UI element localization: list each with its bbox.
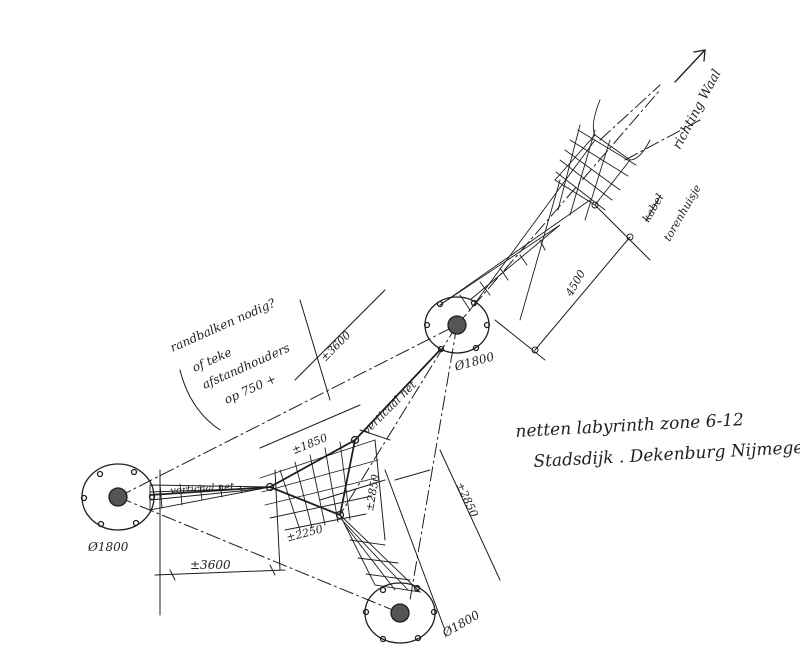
net-a — [439, 139, 596, 321]
dim-diameter-b: Ø1800 — [88, 540, 129, 554]
pole-a — [423, 296, 491, 354]
net-tower — [531, 99, 651, 354]
pole-c — [362, 582, 438, 644]
net-central — [259, 439, 379, 531]
dim-3600: ±3600 — [190, 558, 231, 572]
net-b — [149, 483, 271, 511]
net-c — [339, 514, 422, 593]
direction-arrow-icon — [674, 49, 706, 83]
dimension-lines — [154, 204, 651, 631]
pole-b — [80, 463, 156, 531]
